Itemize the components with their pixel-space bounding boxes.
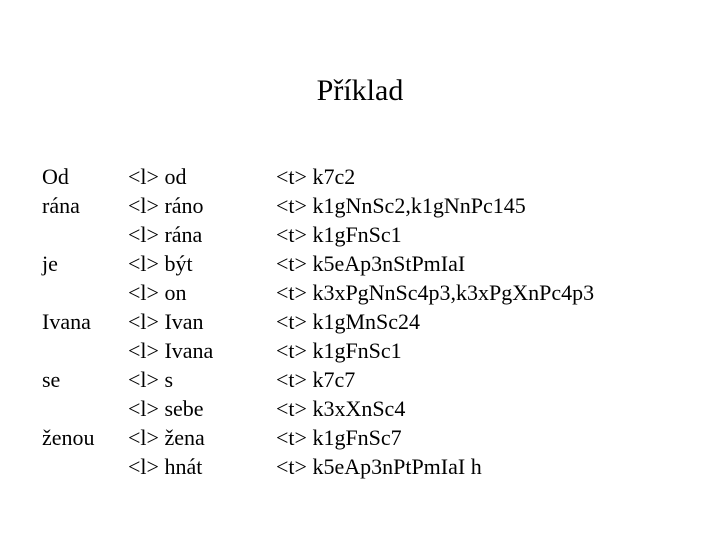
table-row: Od <l> od <t> k7c2 <box>42 162 594 191</box>
lemma-value: rána <box>164 222 203 247</box>
tag-value: k3xXnSc4 <box>312 396 406 421</box>
table-row: se <l> s <t> k7c7 <box>42 365 594 394</box>
word-form-cell: rána <box>42 193 80 218</box>
tag-tag-open: <t> <box>276 280 307 305</box>
tag-tag-open: <t> <box>276 251 307 276</box>
lemma-tag-open: <l> <box>128 251 159 276</box>
tag-value: k1gFnSc1 <box>312 338 402 363</box>
word-form-cell: Od <box>42 164 69 189</box>
lemma-tag-open: <l> <box>128 280 159 305</box>
lemma-value: hnát <box>164 454 203 479</box>
lemma-tag-open: <l> <box>128 164 159 189</box>
word-form-cell <box>42 336 128 365</box>
tag-value: k5eAp3nPtPmIaI h <box>312 454 482 479</box>
tag-tag-open: <t> <box>276 164 307 189</box>
lemma-tag-open: <l> <box>128 425 159 450</box>
lemma-cell: <l> žena <box>128 423 276 452</box>
lemma-cell: <l> rána <box>128 220 276 249</box>
lemma-tag-open: <l> <box>128 222 159 247</box>
page-title: Příklad <box>316 74 404 107</box>
lemma-tag-open: <l> <box>128 454 159 479</box>
tag-tag-open: <t> <box>276 309 307 334</box>
table-row: je <l> být <t> k5eAp3nStPmIaI <box>42 249 594 278</box>
tag-value: k7c7 <box>312 367 356 392</box>
table-row: Ivana <l> Ivan <t> k1gMnSc24 <box>42 307 594 336</box>
lemma-value: žena <box>164 425 205 450</box>
tag-cell: <t> k1gFnSc7 <box>276 423 594 452</box>
lemma-value: ráno <box>164 193 204 218</box>
tag-value: k1gMnSc24 <box>312 309 420 334</box>
tag-tag-open: <t> <box>276 367 307 392</box>
lemma-cell: <l> ráno <box>128 191 276 220</box>
lemma-tag-open: <l> <box>128 396 159 421</box>
word-form-cell <box>42 452 128 481</box>
tag-tag-open: <t> <box>276 396 307 421</box>
lemma-value: být <box>164 251 193 276</box>
tag-tag-open: <t> <box>276 338 307 363</box>
lemma-value: s <box>164 367 173 392</box>
tag-value: k1gFnSc1 <box>312 222 402 247</box>
tag-value: k7c2 <box>312 164 356 189</box>
tag-tag-open: <t> <box>276 222 307 247</box>
table-row: <l> on <t> k3xPgNnSc4p3,k3xPgXnPc4p3 <box>42 278 594 307</box>
tag-cell: <t> k3xXnSc4 <box>276 394 594 423</box>
table-row: rána <l> ráno <t> k1gNnSc2,k1gNnPc145 <box>42 191 594 220</box>
lemma-tag-open: <l> <box>128 309 159 334</box>
analysis-rows: Od <l> od <t> k7c2 rána <l> ráno <t> k1g… <box>42 162 594 481</box>
analysis-table-body: Od <l> od <t> k7c2 rána <l> ráno <t> k1g… <box>42 162 594 481</box>
tag-cell: <t> k3xPgNnSc4p3,k3xPgXnPc4p3 <box>276 278 594 307</box>
lemma-cell: <l> Ivana <box>128 336 276 365</box>
word-form-cell: Ivana <box>42 309 91 334</box>
tag-value: k5eAp3nStPmIaI <box>312 251 466 276</box>
word-form-cell <box>42 394 128 423</box>
word-form-cell: se <box>42 367 61 392</box>
tag-cell: <t> k5eAp3nPtPmIaI h <box>276 452 594 481</box>
lemma-value: sebe <box>164 396 204 421</box>
word-form-cell <box>42 278 128 307</box>
tag-cell: <t> k7c2 <box>276 162 594 191</box>
morphology-analysis-table: Od <l> od <t> k7c2 rána <l> ráno <t> k1g… <box>42 162 702 481</box>
tag-tag-open: <t> <box>276 454 307 479</box>
lemma-tag-open: <l> <box>128 193 159 218</box>
lemma-value: Ivan <box>164 309 204 334</box>
lemma-cell: <l> Ivan <box>128 307 276 336</box>
lemma-cell: <l> být <box>128 249 276 278</box>
tag-tag-open: <t> <box>276 425 307 450</box>
table-row: <l> Ivana <t> k1gFnSc1 <box>42 336 594 365</box>
lemma-cell: <l> sebe <box>128 394 276 423</box>
tag-cell: <t> k1gFnSc1 <box>276 220 594 249</box>
lemma-value: od <box>164 164 187 189</box>
lemma-cell: <l> on <box>128 278 276 307</box>
lemma-cell: <l> hnát <box>128 452 276 481</box>
word-form-cell: ženou <box>42 425 95 450</box>
tag-cell: <t> k1gMnSc24 <box>276 307 594 336</box>
table-row: <l> sebe <t> k3xXnSc4 <box>42 394 594 423</box>
lemma-tag-open: <l> <box>128 367 159 392</box>
lemma-tag-open: <l> <box>128 338 159 363</box>
lemma-value: Ivana <box>164 338 214 363</box>
lemma-cell: <l> od <box>128 162 276 191</box>
word-form-cell <box>42 220 128 249</box>
tag-cell: <t> k7c7 <box>276 365 594 394</box>
tag-cell: <t> k5eAp3nStPmIaI <box>276 249 594 278</box>
lemma-cell: <l> s <box>128 365 276 394</box>
tag-value: k1gNnSc2,k1gNnPc145 <box>312 193 526 218</box>
table-row: <l> hnát <t> k5eAp3nPtPmIaI h <box>42 452 594 481</box>
word-form-cell: je <box>42 251 58 276</box>
table-row: ženou <l> žena <t> k1gFnSc7 <box>42 423 594 452</box>
tag-tag-open: <t> <box>276 193 307 218</box>
tag-cell: <t> k1gFnSc1 <box>276 336 594 365</box>
tag-value: k3xPgNnSc4p3,k3xPgXnPc4p3 <box>312 280 595 305</box>
tag-cell: <t> k1gNnSc2,k1gNnPc145 <box>276 191 594 220</box>
table-row: <l> rána <t> k1gFnSc1 <box>42 220 594 249</box>
lemma-value: on <box>164 280 187 305</box>
tag-value: k1gFnSc7 <box>312 425 402 450</box>
